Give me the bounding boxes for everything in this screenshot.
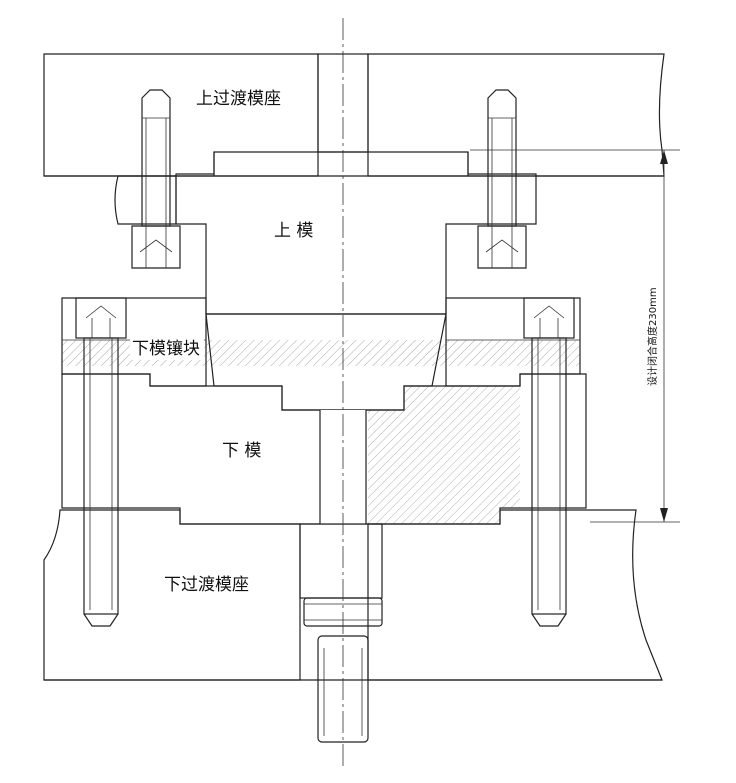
upper-transition-seat xyxy=(43,53,665,177)
label-lower-die-insert: 下模镶块 xyxy=(132,338,200,359)
lower-die-insert xyxy=(61,297,581,387)
label-upper-die: 上 模 xyxy=(274,221,313,241)
lower-bolt-right xyxy=(523,297,575,627)
label-upper-transition-seat: 上过渡模座 xyxy=(196,89,281,109)
dimension-shut-height-text: 设计闭合高度230mm xyxy=(646,287,659,386)
ejector-rod xyxy=(299,53,383,743)
label-lower-transition-seat: 下过渡模座 xyxy=(164,575,249,595)
label-bg-lower-seat xyxy=(160,572,256,596)
upper-bolt-right xyxy=(477,89,527,269)
label-bg-upper-seat xyxy=(192,86,288,110)
shut-height-dimension: 设计闭合高度230mm xyxy=(470,149,680,523)
label-bg-insert xyxy=(130,336,204,360)
lower-transition-seat xyxy=(43,509,663,681)
upper-bolt-left xyxy=(131,89,181,269)
label-bg-upper-die xyxy=(270,218,322,242)
label-lower-die: 下 模 xyxy=(222,441,261,461)
label-bg-lower-die xyxy=(218,438,270,462)
lower-bolt-left xyxy=(75,297,127,627)
